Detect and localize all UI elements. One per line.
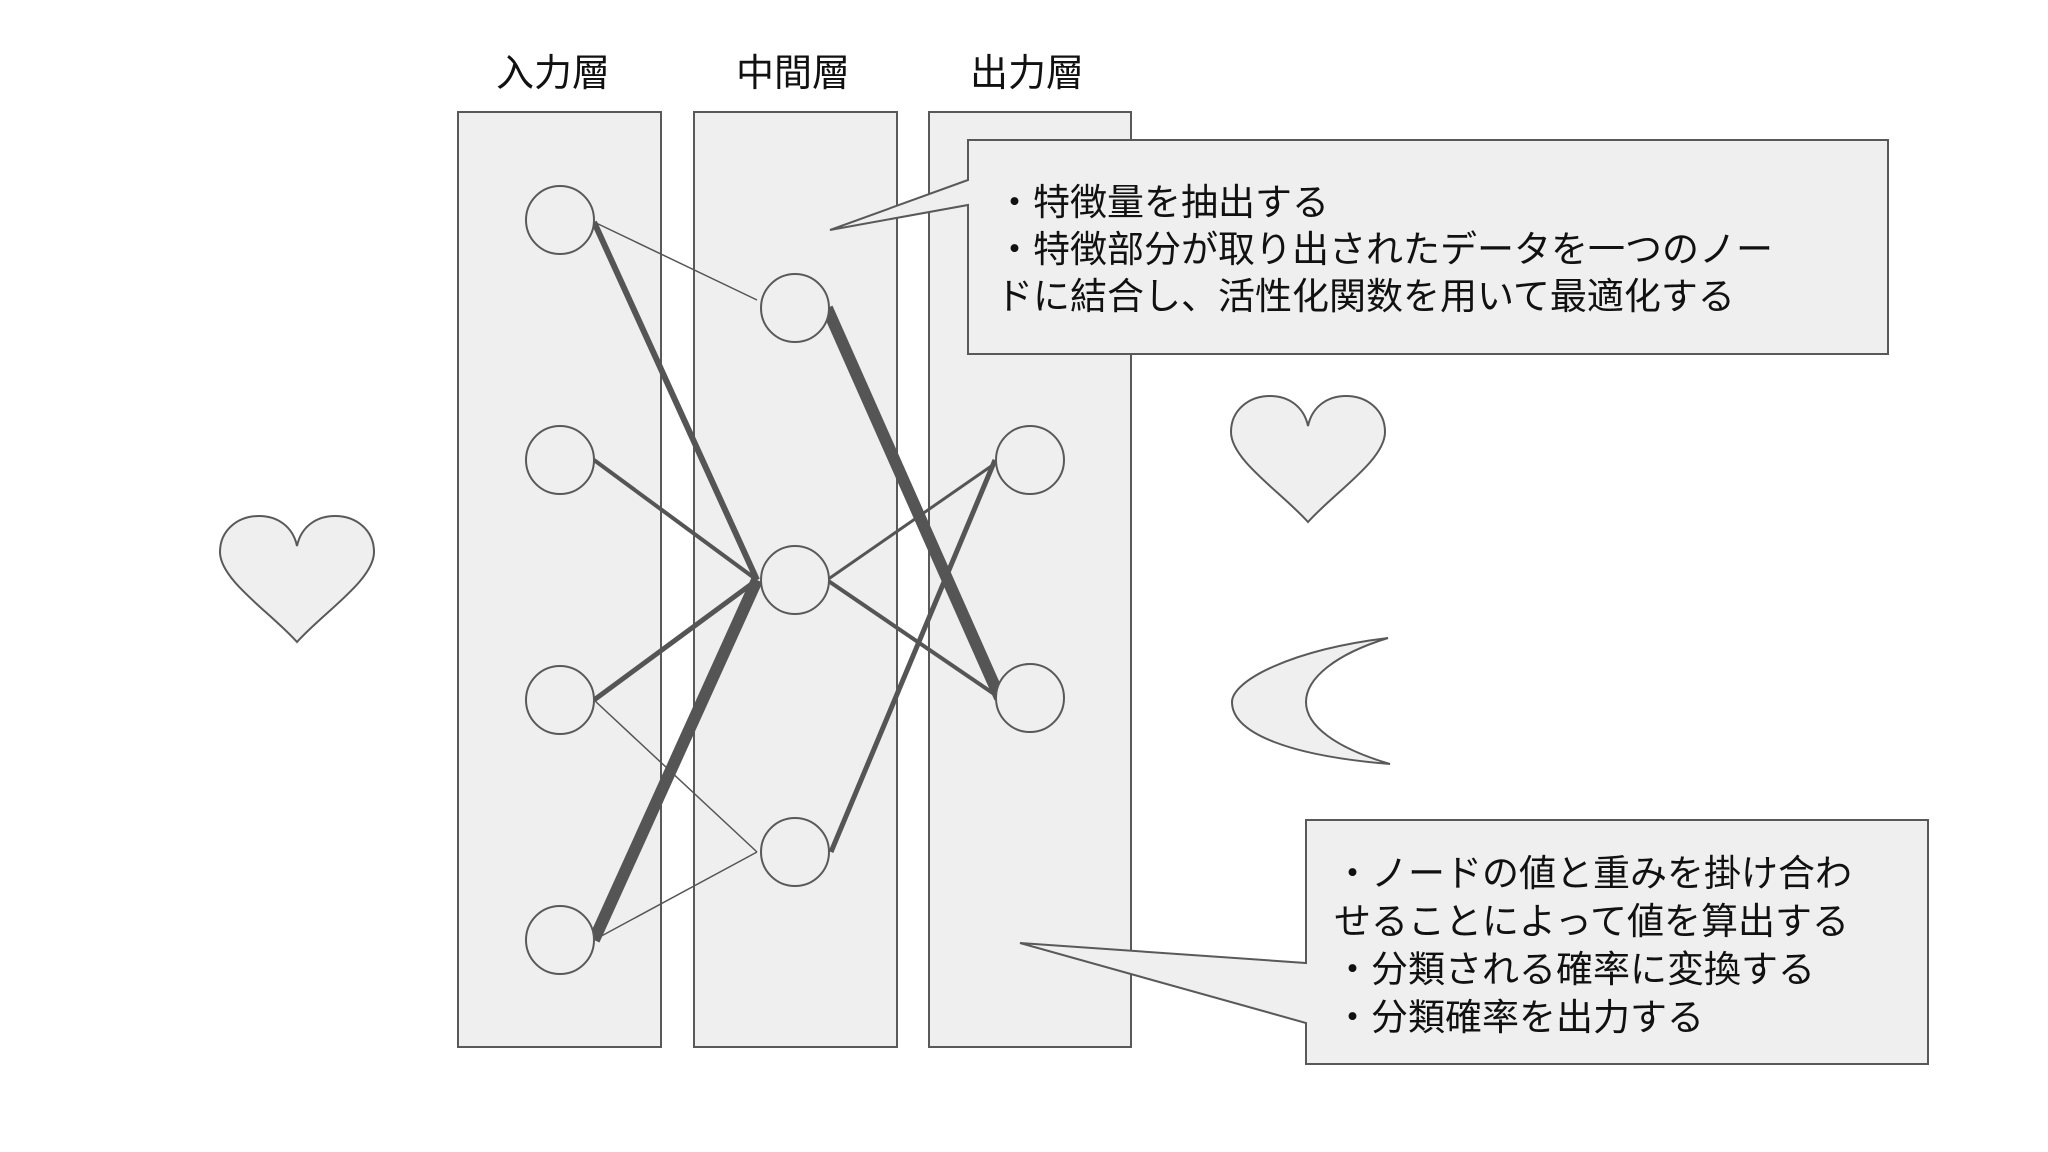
connection-weight-medium — [592, 577, 759, 703]
crescent-moon-icon — [1230, 637, 1391, 765]
layer-panel-input — [457, 111, 662, 1048]
connection-weight-medium — [828, 459, 998, 853]
output-node-2 — [995, 663, 1065, 733]
hidden-node-2 — [760, 545, 830, 615]
callout-text-line: ・ノードの値と重みを掛け合わ — [1334, 852, 1852, 895]
callout-text-line: ドに結合し、活性化関数を用いて最適化する — [996, 275, 1735, 318]
connection-weight-medium — [591, 220, 760, 582]
nodes-output — [995, 425, 1065, 733]
heart-icon — [1229, 394, 1387, 524]
nodes-input — [525, 185, 595, 975]
hidden-node-1 — [760, 273, 830, 343]
callout-bubble — [1019, 819, 1929, 1065]
input-node-1 — [525, 185, 595, 255]
connection-weight-thick — [588, 577, 763, 943]
callout-hidden-layer: ・特徴量を抽出する ・特徴部分が取り出されたデータを一つのノー ドに結合し、活性… — [829, 139, 1889, 355]
callout-text-line: ・分類確率を出力する — [1334, 996, 1704, 1039]
callout-text-line: せることによって値を算出する — [1334, 900, 1849, 943]
connection-weight-thin — [593, 221, 758, 301]
connection-weight-thick — [821, 305, 1006, 701]
callout-bubble — [829, 139, 1889, 355]
input-node-4 — [525, 905, 595, 975]
nodes-hidden — [760, 273, 830, 887]
hidden-node-3 — [760, 817, 830, 887]
callout-text-line: ・分類される確率に変換する — [1334, 948, 1815, 991]
input-node-3 — [525, 665, 595, 735]
callout-text-line: ・特徴量を抽出する — [996, 181, 1329, 224]
input-node-2 — [525, 425, 595, 495]
callout-output-layer: ・ノードの値と重みを掛け合わ せることによって値を算出する ・分類される確率に変… — [1019, 819, 1929, 1065]
connection-weight-medium — [592, 458, 759, 582]
heart-icon — [218, 514, 376, 644]
connection-weight-thin — [593, 851, 758, 941]
connection-weight-thin — [593, 699, 758, 853]
layer-title-output: 出力層 — [970, 51, 1084, 95]
connections-input-hidden — [588, 220, 763, 943]
layer-title-hidden: 中間層 — [736, 51, 850, 95]
layer-title-input: 入力層 — [496, 51, 610, 95]
output-node-1 — [995, 425, 1065, 495]
connection-weight-medium — [825, 578, 1002, 700]
callout-text-line: ・特徴部分が取り出されたデータを一つのノー — [996, 228, 1773, 271]
connection-weight-medium — [826, 458, 1001, 582]
connections-hidden-output — [821, 305, 1006, 853]
